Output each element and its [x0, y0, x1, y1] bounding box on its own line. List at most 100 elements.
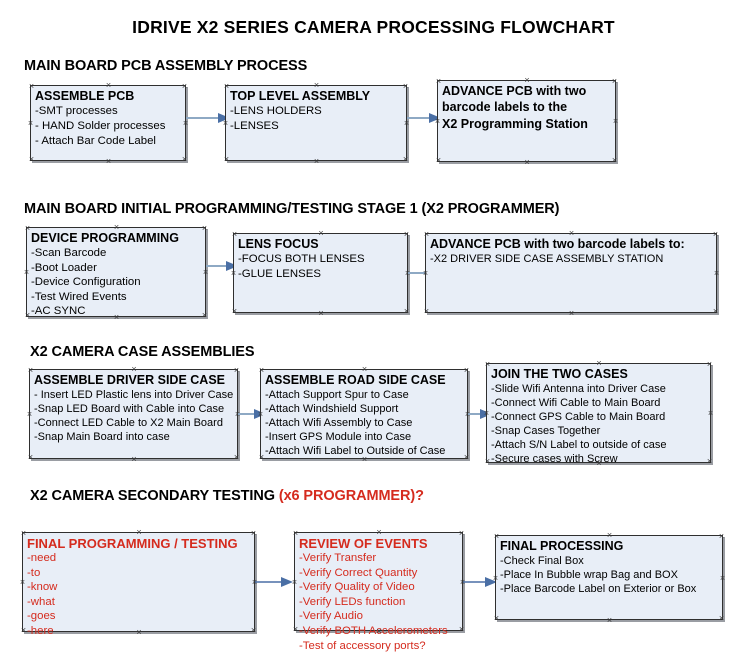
box-line: -Insert GPS Module into Case	[265, 431, 412, 443]
box-line: -here	[27, 624, 54, 637]
box-line: -what	[27, 595, 55, 608]
box-line: -Check Final Box	[500, 555, 584, 567]
box-final-processing[interactable]: FINAL PROCESSING -Check Final Box -Place…	[495, 535, 723, 620]
box-title: ASSEMBLE ROAD SIDE CASE	[265, 373, 446, 387]
resize-handle[interactable]	[606, 617, 613, 624]
box-line: -Device Configuration	[31, 276, 141, 289]
arrow-connector	[407, 113, 441, 123]
resize-handle[interactable]	[223, 156, 230, 163]
box-final-programming-testing[interactable]: FINAL PROGRAMMING / TESTING -need -to -k…	[22, 532, 255, 637]
resize-handle[interactable]	[718, 615, 725, 622]
resize-handle[interactable]	[28, 156, 35, 163]
resize-handle[interactable]	[402, 156, 409, 163]
box-join-the-two-cases[interactable]: JOIN THE TWO CASES -Slide Wifi Antenna i…	[486, 363, 711, 465]
box-line: -Place Barcode Label on Exterior or Box	[500, 583, 697, 595]
box-line: -Attach Wifi Label to Outside of Case	[265, 445, 446, 457]
resize-handle[interactable]	[318, 310, 325, 317]
box-line: -goes	[27, 610, 56, 623]
resize-handle[interactable]	[181, 156, 188, 163]
box-line: -Connect LED Cable to X2 Main Board	[34, 417, 223, 429]
box-assemble-driver-side-case[interactable]: ASSEMBLE DRIVER SIDE CASE - Insert LED P…	[29, 369, 238, 459]
box-line: -AC SYNC	[31, 305, 86, 318]
resize-handle[interactable]	[712, 308, 719, 315]
box-lens-focus[interactable]: LENS FOCUS -FOCUS BOTH LENSES -GLUE LENS…	[233, 233, 408, 313]
resize-handle[interactable]	[493, 615, 500, 622]
resize-handle[interactable]	[231, 308, 238, 315]
box-line: -Place In Bubble wrap Bag and BOX	[500, 569, 678, 581]
box-title: ASSEMBLE PCB	[35, 89, 135, 103]
resize-handle[interactable]	[403, 308, 410, 315]
arrow-connector	[186, 113, 230, 123]
box-title: DEVICE PROGRAMMING	[31, 231, 179, 245]
arrow-connector	[463, 577, 497, 587]
resize-handle[interactable]	[435, 157, 442, 164]
box-line: -Test Wired Events	[31, 290, 127, 303]
section-heading-3-text: X2 CAMERA CASE ASSEMBLIES	[30, 344, 255, 360]
box-line: -Secure cases with Screw	[491, 453, 618, 465]
section-heading-1-text: MAIN BOARD PCB ASSEMBLY PROCESS	[24, 58, 308, 74]
box-line: -Verify Quality of Video	[299, 581, 415, 594]
resize-handle[interactable]	[131, 456, 138, 463]
box-line: -Verify LEDs function	[299, 595, 406, 608]
box-title: FINAL PROCESSING	[500, 539, 624, 553]
arrow-connector	[255, 577, 293, 587]
box-line: -Scan Barcode	[31, 247, 107, 259]
box-line: -need	[27, 552, 57, 564]
resize-handle[interactable]	[105, 158, 112, 165]
box-assemble-pcb[interactable]: ASSEMBLE PCB -SMT processes - HAND Solde…	[30, 85, 186, 161]
resize-handle[interactable]	[27, 454, 34, 461]
box-line: -Verify Transfer	[299, 552, 377, 564]
box-line: -Slide Wifi Antenna into Driver Case	[491, 383, 666, 395]
box-title: LENS FOCUS	[238, 237, 319, 251]
box-line: -to	[27, 566, 41, 579]
page-title: IDRIVE X2 SERIES CAMERA PROCESSING FLOWC…	[132, 17, 615, 37]
section-heading-4-accent: (x6 PROGRAMMER)?	[278, 488, 424, 504]
section-heading-1: MAIN BOARD PCB ASSEMBLY PROCESS	[24, 58, 307, 74]
box-line: -LENS HOLDERS	[230, 105, 322, 117]
resize-handle[interactable]	[568, 310, 575, 317]
box-line: -Attach Wifi Assembly to Case	[265, 417, 413, 429]
box-line: -LENSES	[230, 119, 279, 132]
box-line: - Attach Bar Code Label	[35, 135, 156, 147]
box-top-level-assembly[interactable]: TOP LEVEL ASSEMBLY -LENS HOLDERS -LENSES	[225, 85, 407, 161]
box-line: -Snap Main Board into case	[34, 431, 170, 443]
box-device-programming[interactable]: DEVICE PROGRAMMING -Scan Barcode -Boot L…	[26, 227, 206, 317]
box-line: -Verify BOTH Accelerometers	[299, 624, 448, 637]
box-advance-pcb-1[interactable]: ADVANCE PCB with two barcode labels to t…	[437, 80, 616, 162]
box-review-of-events[interactable]: REVIEW OF EVENTS -Verify Transfer -Verif…	[294, 532, 463, 652]
box-line: X2 Programming Station	[442, 116, 588, 131]
resize-handle[interactable]	[423, 308, 430, 315]
box-line-overflow: -Test of accessory ports?	[299, 639, 426, 652]
box-title: FINAL PROGRAMMING / TESTING	[27, 536, 238, 551]
box-line: -Boot Loader	[31, 261, 97, 274]
section-heading-2: MAIN BOARD INITIAL PROGRAMMING/TESTING S…	[24, 201, 560, 217]
box-title: ADVANCE PCB with two	[442, 84, 587, 98]
box-line: -Connect Wifi Cable to Main Board	[491, 397, 661, 409]
box-line: -Snap LED Board with Cable into Case	[34, 403, 225, 415]
box-title: ASSEMBLE DRIVER SIDE CASE	[34, 373, 226, 387]
box-line: - HAND Solder processes	[35, 120, 166, 132]
box-title: ADVANCE PCB with two barcode labels to:	[430, 237, 685, 251]
resize-handle[interactable]	[233, 454, 240, 461]
arrow-connector	[206, 261, 238, 271]
box-title: REVIEW OF EVENTS	[299, 536, 428, 551]
box-line: - Insert LED Plastic lens into Driver Ca…	[34, 389, 234, 401]
box-line: -Attach Windshield Support	[265, 403, 399, 415]
box-assemble-road-side-case[interactable]: ASSEMBLE ROAD SIDE CASE -Attach Support …	[260, 369, 468, 459]
section-heading-4: X2 CAMERA SECONDARY TESTING (x6 PROGRAMM…	[30, 488, 424, 504]
box-line: -Attach Support Spur to Case	[265, 389, 409, 401]
box-line: -FOCUS BOTH LENSES	[238, 253, 365, 265]
box-advance-pcb-2[interactable]: ADVANCE PCB with two barcode labels to: …	[425, 233, 717, 313]
box-line: -Verify Audio	[299, 610, 363, 623]
resize-handle[interactable]	[713, 270, 720, 277]
resize-handle[interactable]	[313, 158, 320, 165]
resize-handle[interactable]	[611, 157, 618, 164]
box-line: -know	[27, 581, 58, 594]
section-heading-3: X2 CAMERA CASE ASSEMBLIES	[30, 344, 255, 360]
resize-handle[interactable]	[524, 159, 531, 166]
box-line: -Verify Correct Quantity	[299, 566, 418, 579]
box-line: -GLUE LENSES	[238, 267, 321, 280]
box-line: barcode labels to the	[442, 100, 568, 114]
box-line: -SMT processes	[35, 105, 118, 117]
